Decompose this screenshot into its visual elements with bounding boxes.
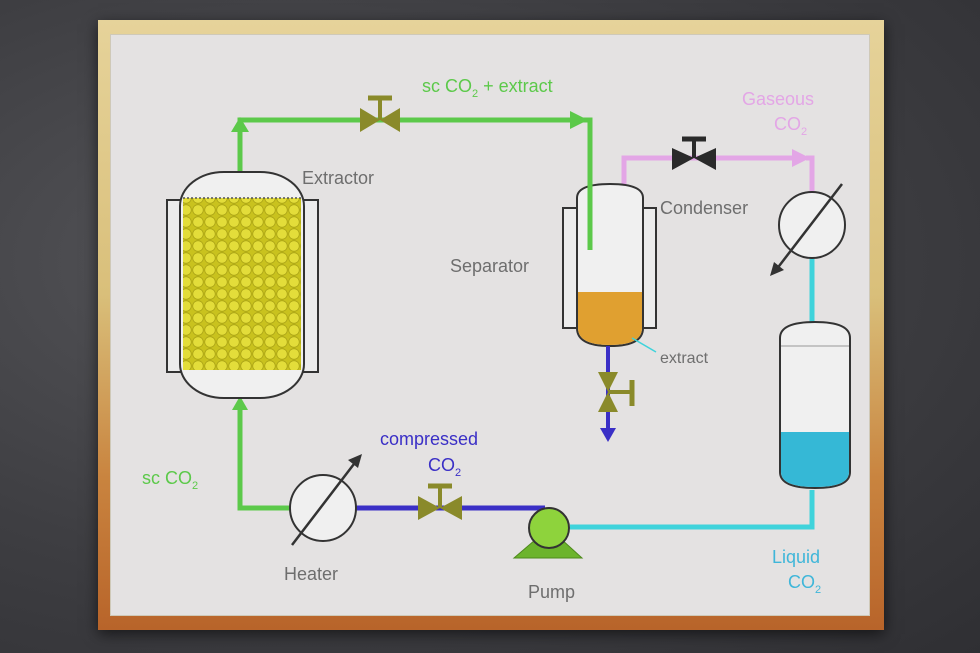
- label-gaseous: Gaseous: [742, 89, 814, 109]
- arrow-up-extractor-inlet: [232, 396, 248, 410]
- valve-icon[interactable]: [360, 95, 400, 132]
- label-gaseous-co2: CO2: [774, 114, 807, 138]
- label-condenser: Condenser: [660, 198, 748, 218]
- label-pump: Pump: [528, 582, 575, 602]
- label-extractor: Extractor: [302, 168, 374, 188]
- extractor-packing: [183, 198, 301, 370]
- valve-icon[interactable]: [418, 483, 462, 520]
- arrow-right-gaseous: [792, 149, 810, 167]
- label-compressed-co2: CO2: [428, 455, 461, 479]
- label-liquid: Liquid: [772, 547, 820, 567]
- pump-icon: [512, 507, 584, 559]
- gas-valve-icon[interactable]: [672, 136, 716, 170]
- label-separator: Separator: [450, 256, 529, 276]
- condenser-icon: [770, 183, 846, 276]
- arrow-up-extractor-outlet: [231, 117, 249, 132]
- gaseous-co2-line: [621, 155, 795, 186]
- liquid-co2-line: [570, 490, 815, 530]
- label-sc-co2: sc CO2: [142, 468, 198, 492]
- liquid-co2-tank: [779, 320, 851, 490]
- tank-liquid-fill: [781, 432, 849, 487]
- arrow-right-top-line: [570, 111, 588, 129]
- label-heater: Heater: [284, 564, 338, 584]
- label-sc-co2-extract: sc CO2 + extract: [422, 76, 553, 100]
- separator-vessel: [562, 120, 657, 348]
- extractor-vessel: [166, 171, 319, 399]
- heat-exchanger-icon: [289, 454, 362, 546]
- label-extract: extract: [660, 350, 709, 367]
- label-compressed: compressed: [380, 429, 478, 449]
- outlet-valve-icon[interactable]: [598, 372, 635, 412]
- label-liquid-co2: CO2: [788, 572, 821, 596]
- separator-extract-fill: [578, 292, 642, 345]
